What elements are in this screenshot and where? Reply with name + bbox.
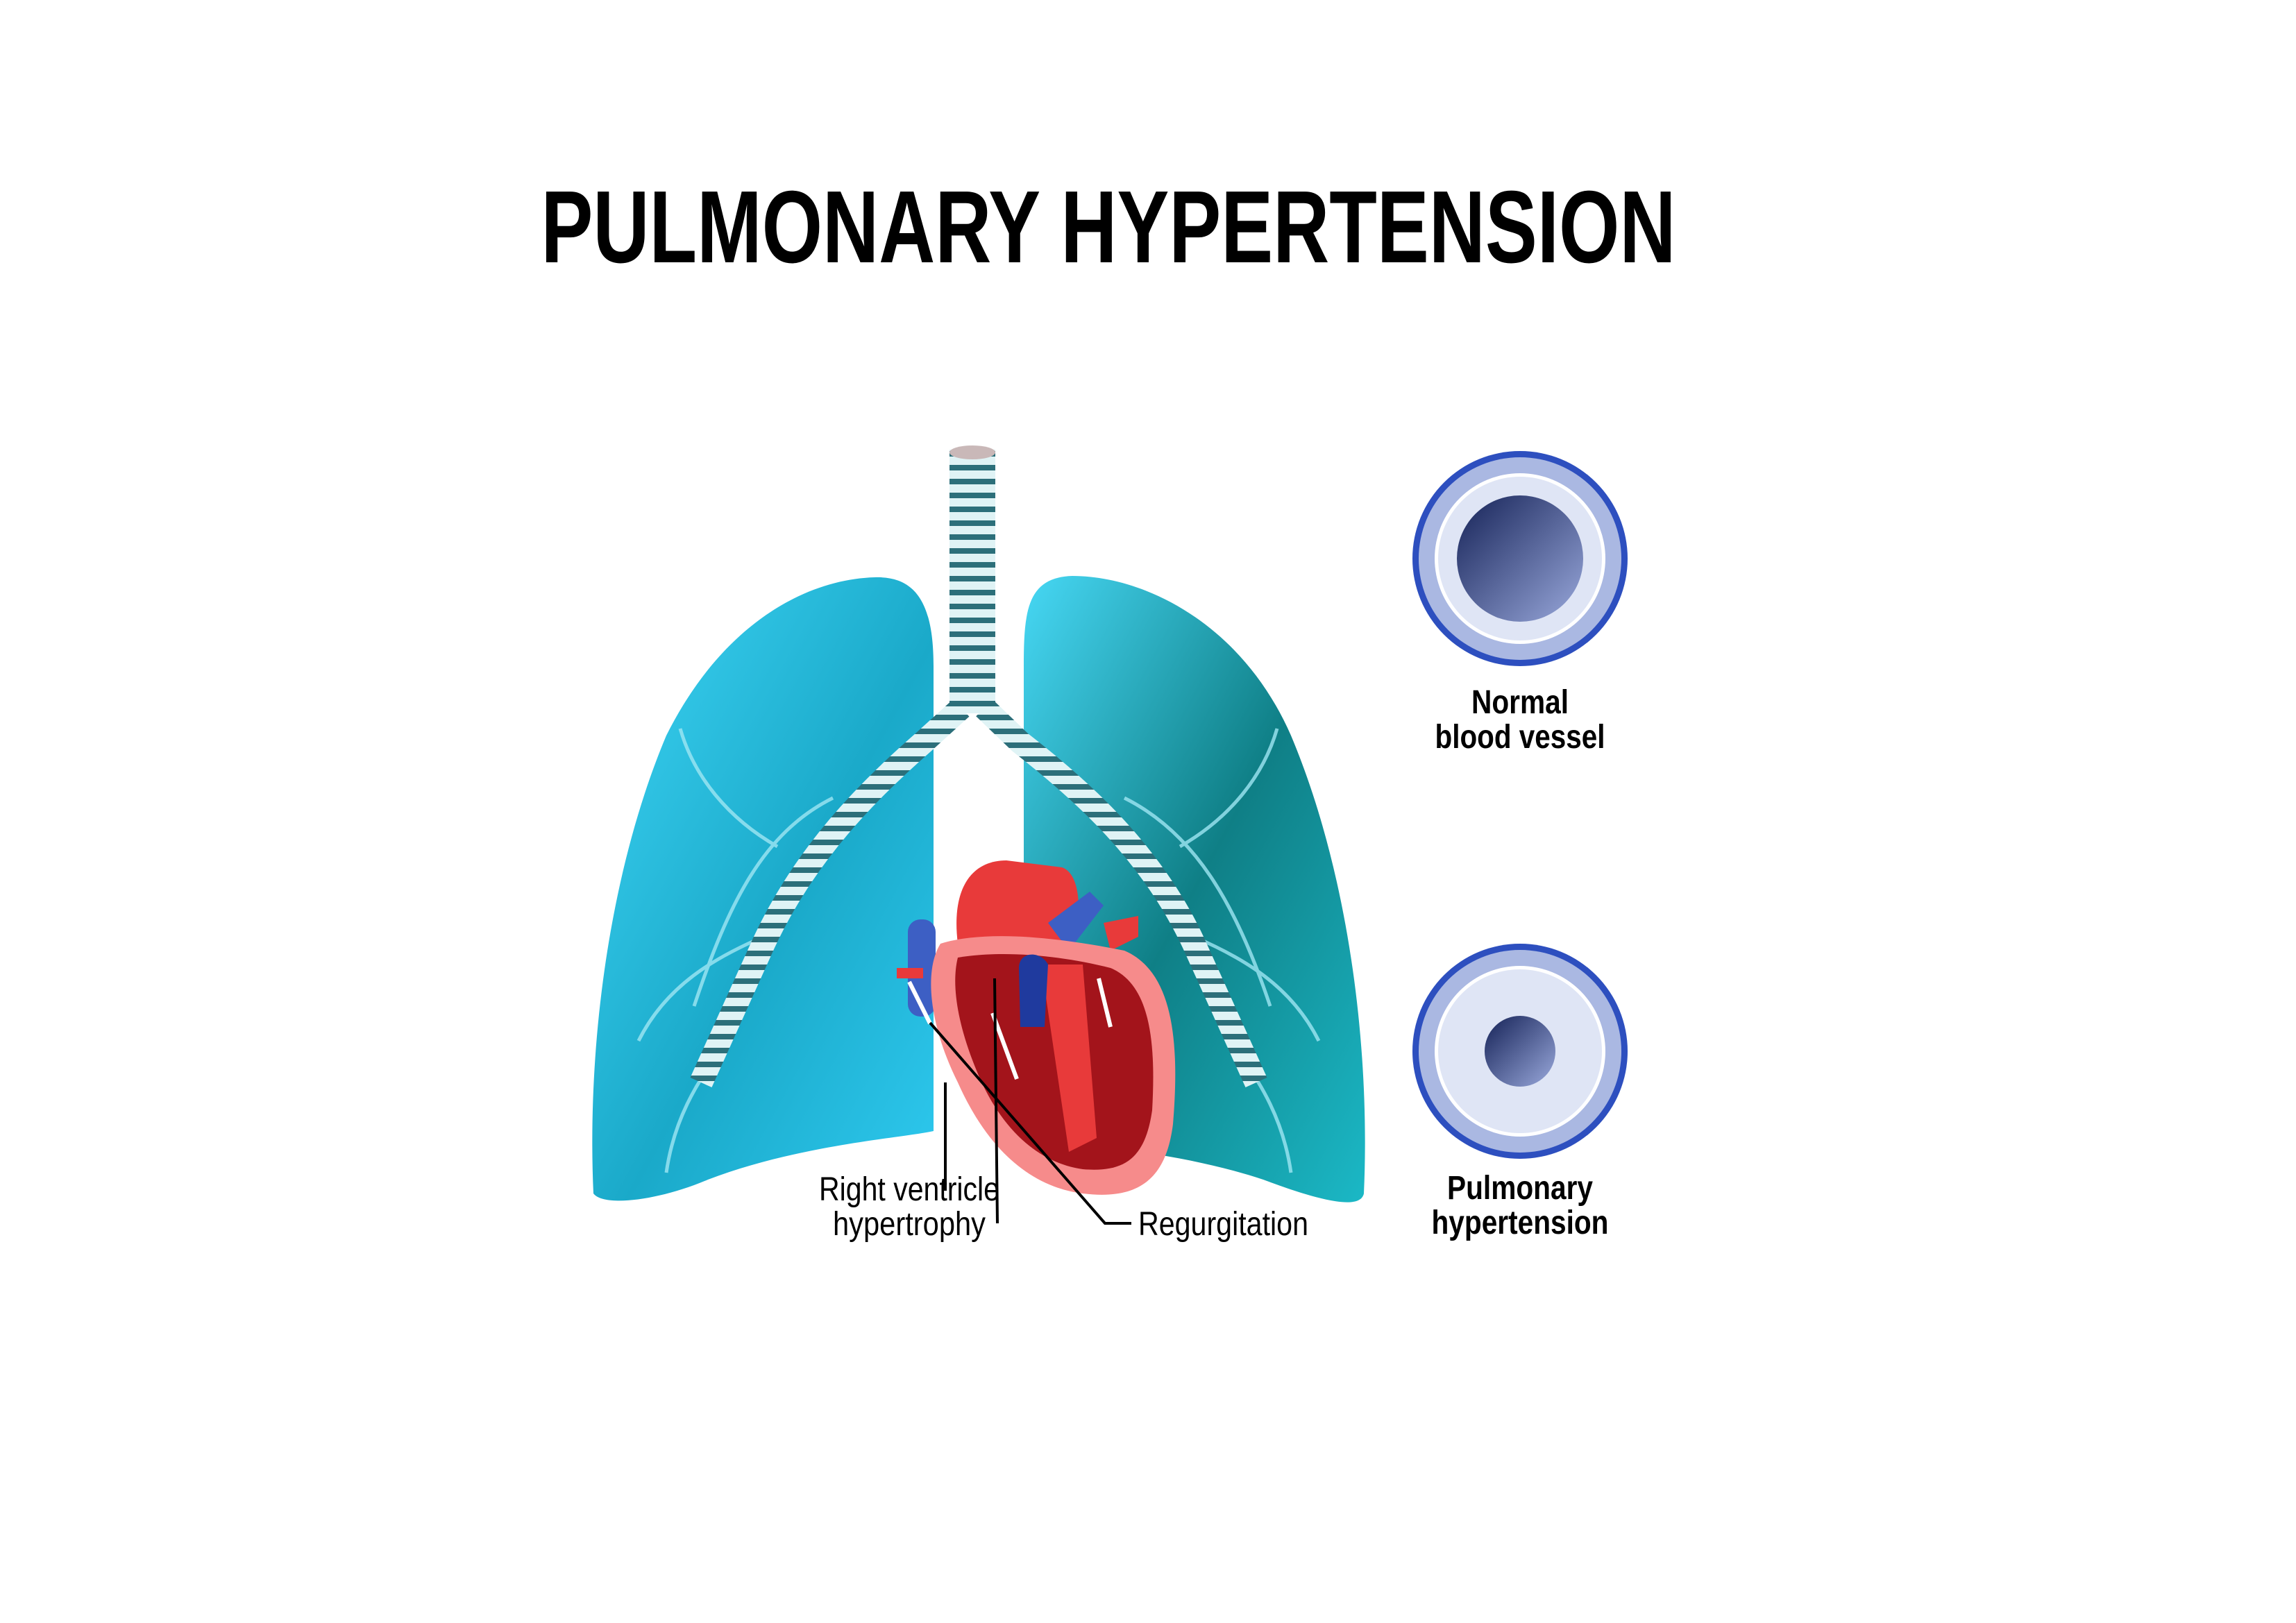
label-right-ventricle-line1: Right ventricle xyxy=(819,1171,999,1208)
normal-blood-vessel xyxy=(1412,451,1628,666)
hypertensive-blood-vessel xyxy=(1412,944,1628,1159)
label-normal-line1: Normal xyxy=(1471,684,1569,721)
aorta xyxy=(956,860,1079,958)
vein-inflow xyxy=(1019,954,1048,1027)
label-regurgitation: Regurgitation xyxy=(1138,1206,1308,1243)
bronchiole-branches xyxy=(636,728,1321,1173)
pulmonary-artery xyxy=(1048,892,1104,951)
left-lung xyxy=(592,577,934,1201)
label-ph-line1: Pulmonary xyxy=(1447,1170,1593,1207)
narrowed-lumen xyxy=(1485,1016,1555,1087)
heart-illustration xyxy=(897,860,1176,1195)
right-bronchus xyxy=(976,699,1267,1087)
label-right-ventricle-line2: hypertrophy xyxy=(833,1206,986,1243)
normal-lumen xyxy=(1457,495,1583,622)
page-title: PULMONARY HYPERTENSION xyxy=(541,170,1676,284)
heart-chambers xyxy=(955,954,1154,1170)
label-ph-line2: hypertension xyxy=(1432,1205,1609,1241)
label-normal-line2: blood vessel xyxy=(1435,719,1605,756)
trachea xyxy=(949,450,995,713)
regurgitation-arrows xyxy=(907,978,1113,1080)
left-bronchus xyxy=(690,699,970,1087)
lungs-illustration xyxy=(592,445,1365,1203)
pointer-lines xyxy=(929,978,1131,1225)
